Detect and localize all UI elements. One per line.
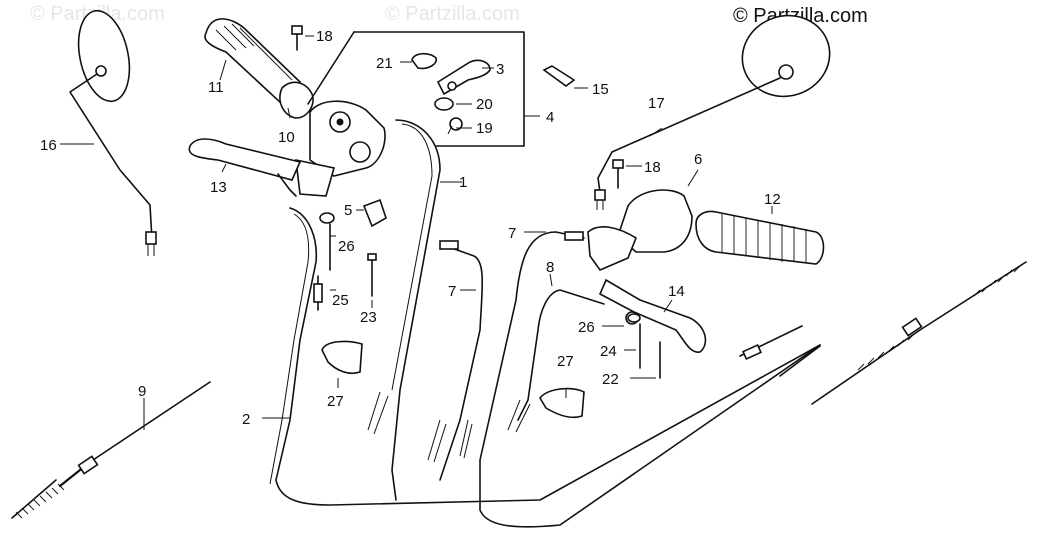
leader-lines bbox=[60, 35, 773, 430]
wire-leads-left bbox=[367, 391, 389, 435]
callout-6: 6 bbox=[694, 151, 702, 168]
cable-7-right bbox=[479, 231, 821, 528]
right-grip bbox=[695, 210, 825, 265]
left-grip bbox=[204, 18, 314, 119]
callout-14: 14 bbox=[668, 283, 685, 300]
parts-bracket bbox=[307, 31, 525, 147]
right-mirror bbox=[594, 14, 831, 210]
callout-26-right: 26 bbox=[578, 319, 595, 336]
cable-8 bbox=[517, 289, 605, 421]
callout-7-center: 7 bbox=[448, 283, 456, 300]
wire-leads-center bbox=[427, 419, 473, 463]
cable-end-right-top-body bbox=[742, 344, 762, 360]
left-switch-housing bbox=[295, 100, 386, 197]
small-parts-cluster bbox=[411, 52, 491, 135]
cable-2 bbox=[275, 207, 821, 506]
callout-7-right: 7 bbox=[508, 225, 516, 242]
callout-17: 17 bbox=[648, 95, 665, 112]
callout-23: 23 bbox=[360, 309, 377, 326]
callout-1: 1 bbox=[459, 174, 467, 191]
callout-24: 24 bbox=[600, 343, 617, 360]
cable-2-inner bbox=[269, 213, 310, 485]
clamp-27-right bbox=[539, 387, 585, 419]
cable-7-right-end bbox=[564, 231, 584, 241]
cable-end-left-body bbox=[313, 283, 323, 303]
callout-11: 11 bbox=[208, 79, 224, 96]
wire-leads-right bbox=[507, 399, 531, 433]
clip-5 bbox=[362, 198, 387, 228]
callout-20: 20 bbox=[476, 96, 493, 113]
screw-18-top bbox=[291, 25, 303, 51]
callout-10: 10 bbox=[278, 129, 295, 146]
cable-9 bbox=[11, 381, 211, 519]
decal-15 bbox=[542, 65, 576, 87]
callout-27-right: 27 bbox=[557, 353, 574, 370]
screw-18-right bbox=[612, 159, 624, 189]
callout-22: 22 bbox=[602, 371, 619, 388]
washer-26-right bbox=[627, 313, 641, 323]
cable-end-right-mid bbox=[779, 345, 821, 377]
callout-9: 9 bbox=[138, 383, 146, 400]
callout-16: 16 bbox=[40, 137, 57, 154]
callout-2: 2 bbox=[242, 411, 250, 428]
cable-1-inner bbox=[391, 123, 433, 391]
callout-12: 12 bbox=[764, 191, 781, 208]
callout-5: 5 bbox=[344, 202, 352, 219]
watermark-text-center: © Partzilla.com bbox=[385, 3, 520, 25]
callout-4: 4 bbox=[546, 109, 554, 126]
cable-lower-right bbox=[811, 261, 1027, 405]
callout-8: 8 bbox=[546, 259, 554, 276]
cable-1 bbox=[391, 119, 441, 501]
right-throttle-housing bbox=[587, 189, 693, 271]
callout-3: 3 bbox=[496, 61, 504, 78]
callout-27-left: 27 bbox=[327, 393, 344, 410]
callout-18-right: 18 bbox=[644, 159, 661, 176]
callout-18-top: 18 bbox=[316, 28, 333, 45]
left-mirror bbox=[69, 9, 157, 256]
cable-7-center-end bbox=[439, 240, 459, 250]
clamp-27-left bbox=[321, 340, 363, 375]
callout-13: 13 bbox=[210, 179, 227, 196]
callout-19: 19 bbox=[476, 120, 493, 137]
right-lever bbox=[598, 278, 707, 353]
callout-21: 21 bbox=[376, 55, 393, 72]
callout-26-left: 26 bbox=[338, 238, 355, 255]
callout-25: 25 bbox=[332, 292, 349, 309]
callout-15: 15 bbox=[592, 81, 609, 98]
left-lever bbox=[188, 138, 302, 197]
cable-7-center bbox=[439, 245, 484, 481]
washer-26-left bbox=[319, 212, 335, 224]
screw-23-head bbox=[367, 253, 377, 261]
